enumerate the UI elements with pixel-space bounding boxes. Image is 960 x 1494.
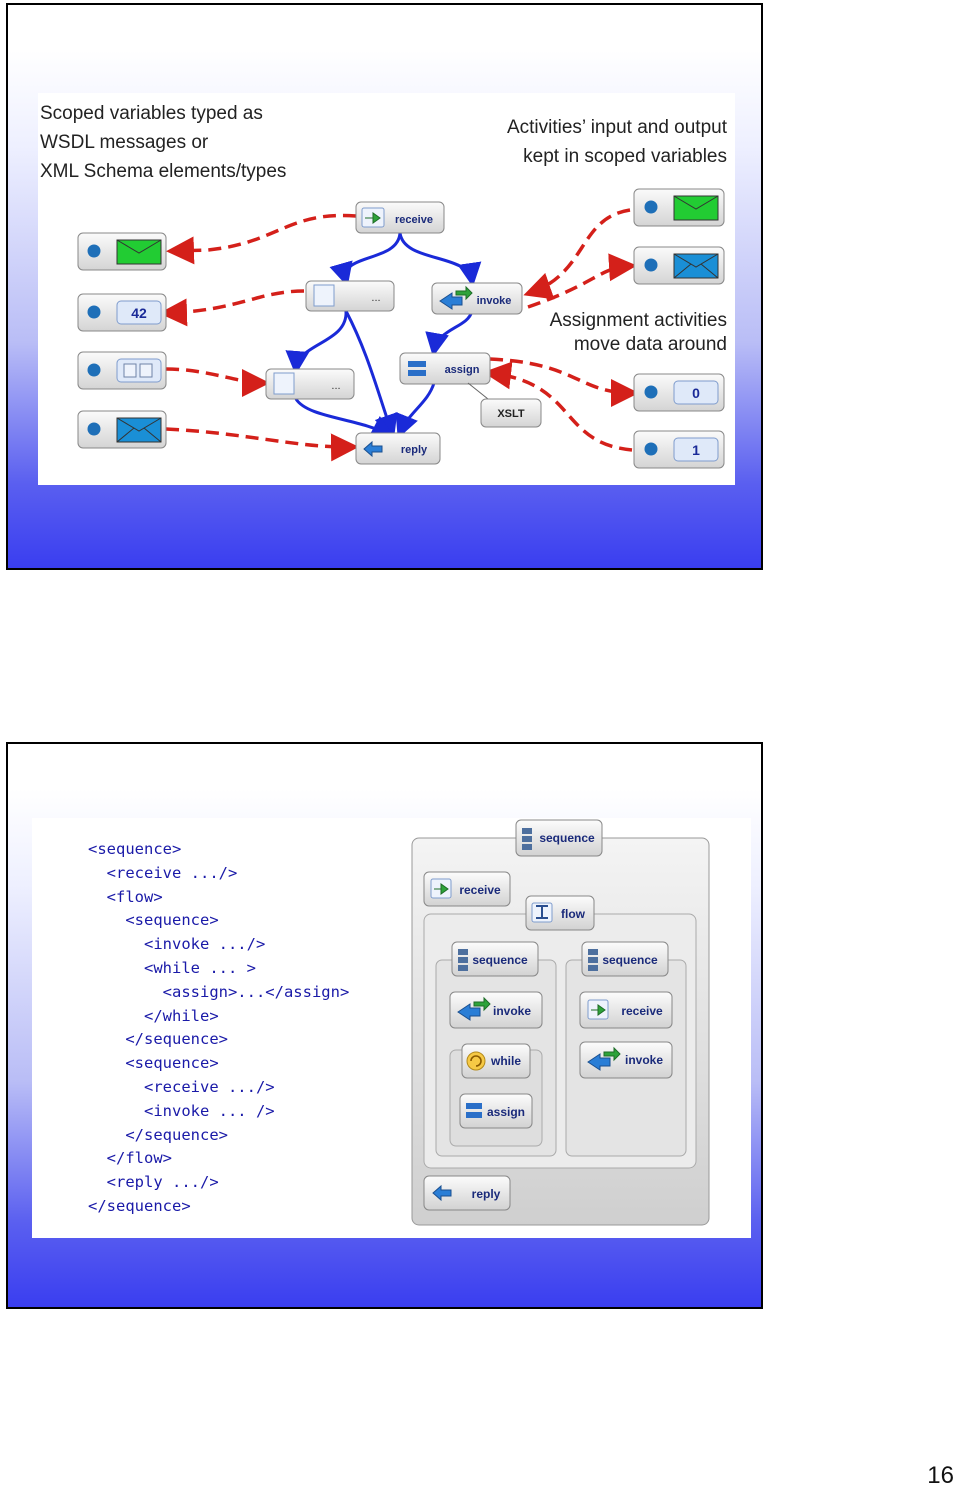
code-line: <while ... > xyxy=(88,958,256,977)
variable-blue-envelope xyxy=(77,410,167,449)
flow-ellipsis-to-ellipsis2 xyxy=(285,310,348,375)
flow-ellipsis2-to-reply xyxy=(294,398,396,438)
code-line: <invoke ... /> xyxy=(88,1101,275,1120)
sequence-icon xyxy=(522,828,532,834)
invoke-arrows-icon xyxy=(439,292,463,310)
bpel-code-listing: <sequence> <receive .../> <flow> <sequen… xyxy=(88,838,349,1219)
svg-text:XSLT: XSLT xyxy=(497,408,525,420)
code-line: <invoke .../> xyxy=(88,935,266,954)
block-sequence-right: sequence xyxy=(581,941,669,977)
code-line: </flow> xyxy=(88,1149,172,1168)
assign-icon xyxy=(466,1103,482,1109)
arrow-var4-to-reply xyxy=(165,427,359,462)
svg-text:invoke: invoke xyxy=(493,1004,531,1018)
output-variable-blue-envelope xyxy=(633,246,725,285)
block-reply: reply xyxy=(423,1175,511,1211)
arrow-var3-to-ellipsis xyxy=(165,367,270,397)
arrow-receive-to-var1 xyxy=(166,213,357,265)
reply-icon xyxy=(432,1184,452,1202)
code-line: <sequence> xyxy=(88,1054,219,1073)
output-variable-green-envelope xyxy=(633,188,725,227)
code-line: <sequence> xyxy=(88,840,182,858)
flow-assign-to-reply xyxy=(395,382,436,439)
caption-assignment: Assignment activities move data around xyxy=(549,310,727,355)
variables-diagram: 42 xyxy=(77,188,725,469)
code-line: <flow> xyxy=(88,887,163,906)
block-assign: assign xyxy=(459,1093,533,1129)
svg-text:...: ... xyxy=(371,292,380,304)
structure-panel: <sequence> <receive .../> <flow> <sequen… xyxy=(32,818,751,1238)
variable-green-envelope xyxy=(77,232,167,271)
while-loop-icon xyxy=(466,1051,486,1071)
block-sequence-left: sequence xyxy=(451,941,539,977)
svg-text:sequence: sequence xyxy=(602,953,658,967)
invoke-icon xyxy=(457,1003,481,1021)
activity-reply: reply xyxy=(355,432,441,465)
assign-icon xyxy=(408,361,426,367)
arrow-var1-to-assign xyxy=(483,361,633,452)
activity-invoke: invoke xyxy=(431,282,523,315)
flow-invoke-to-assign xyxy=(425,310,474,357)
block-invoke-right: invoke xyxy=(579,1041,673,1079)
variables-diagram-panel: Scoped variables typed as WSDL messages … xyxy=(38,93,735,485)
svg-text:reply: reply xyxy=(401,444,428,456)
struct-icon xyxy=(123,363,137,378)
svg-text:receive: receive xyxy=(459,883,501,897)
svg-text:flow: flow xyxy=(561,907,586,921)
svg-text:invoke: invoke xyxy=(625,1053,663,1067)
variable-42: 42 xyxy=(77,293,167,332)
code-line: <reply .../> xyxy=(88,1173,219,1192)
activity-ellipsis-bottom: ... xyxy=(265,368,355,400)
slide-variables: Scoped variables typed as WSDL messages … xyxy=(6,3,763,570)
arrow-ellipsis-to-var2 xyxy=(159,289,305,327)
svg-text:invoke: invoke xyxy=(477,295,512,307)
structure-diagram: sequence receive flow sequence xyxy=(411,819,710,1226)
block-flow: flow xyxy=(525,895,595,931)
activity-assign: assign xyxy=(399,352,491,385)
code-line: <receive .../> xyxy=(88,863,238,882)
code-line: <sequence> xyxy=(88,911,219,930)
slide-structure: <sequence> <receive .../> <flow> <sequen… xyxy=(6,742,763,1309)
svg-text:reply: reply xyxy=(472,1187,501,1201)
xslt-callout: XSLT xyxy=(467,382,542,428)
arrow-invoke-to-outvar2 xyxy=(527,253,637,309)
page-number: 16 xyxy=(927,1462,954,1489)
code-line: </sequence> xyxy=(88,1030,228,1049)
variable-value-0: 0 xyxy=(692,385,700,401)
block-receive: receive xyxy=(423,871,511,907)
block-invoke-left: invoke xyxy=(449,991,543,1029)
variable-complex xyxy=(77,351,167,390)
flow-receive-to-invoke xyxy=(398,232,482,287)
variable-value-42: 42 xyxy=(131,305,147,321)
activity-ellipsis-top: ... xyxy=(305,280,395,312)
code-line: <receive .../> xyxy=(88,1077,275,1096)
arrow-assign-to-var0 xyxy=(489,357,639,407)
svg-text:assign: assign xyxy=(445,364,480,376)
svg-text:sequence: sequence xyxy=(472,953,528,967)
empty-activity-icon xyxy=(313,284,335,307)
svg-text:assign: assign xyxy=(487,1105,525,1119)
variable-1: 1 xyxy=(633,430,725,469)
variable-0: 0 xyxy=(633,373,725,412)
code-line: </sequence> xyxy=(88,1125,228,1144)
caption-scoped-variables: Scoped variables typed as WSDL messages … xyxy=(40,103,287,182)
activity-receive: receive xyxy=(355,201,445,234)
svg-text:receive: receive xyxy=(621,1004,663,1018)
code-line: </sequence> xyxy=(88,1196,191,1215)
svg-text:receive: receive xyxy=(395,214,433,226)
flow-receive-to-ellipsis xyxy=(329,232,402,287)
block-while: while xyxy=(461,1043,531,1079)
svg-text:while: while xyxy=(490,1054,521,1068)
svg-text:...: ... xyxy=(331,380,340,392)
code-line: </while> xyxy=(88,1006,219,1025)
reply-arrow-icon xyxy=(363,440,383,458)
caption-activities-io: Activities’ input and output kept in sco… xyxy=(506,117,727,167)
svg-text:sequence: sequence xyxy=(539,831,595,845)
arrow-outvar1-to-invoke xyxy=(523,208,631,300)
code-line: <assign>...</assign> xyxy=(88,982,350,1001)
variable-value-1: 1 xyxy=(692,442,700,458)
block-sequence-outer: sequence xyxy=(515,819,603,857)
block-receive-right: receive xyxy=(579,991,673,1029)
